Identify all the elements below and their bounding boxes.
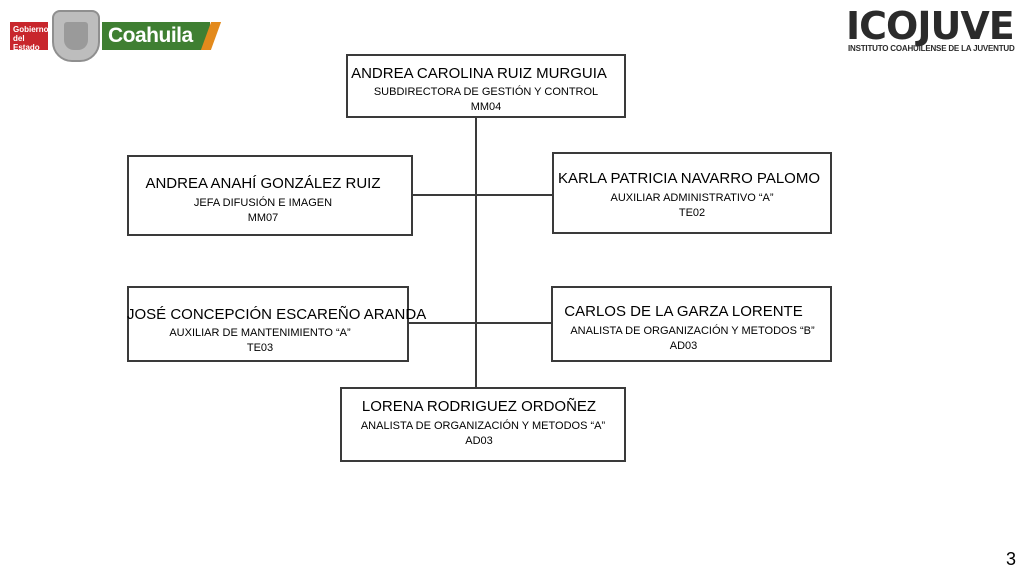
right-mid-code: AD03 <box>669 340 698 352</box>
coat-of-arms-icon <box>52 10 100 62</box>
org-box-right-mid: CARLOS DE LA GARZA LORENTE ANALISTA DE O… <box>551 286 832 362</box>
connector-vertical <box>475 116 477 388</box>
page-number: 3 <box>1005 549 1016 569</box>
gobierno-coahuila-logo: Gobierno del Estado Coahuila <box>10 10 214 62</box>
icojuve-subtitle: INSTITUTO COAHUILENSE DE LA JUVENTUD <box>848 44 1015 53</box>
left-top-name: ANDREA ANAHÍ GONZÁLEZ RUIZ <box>145 175 381 192</box>
icojuve-logo: ICOJUVE INSTITUTO COAHUILENSE DE LA JUVE… <box>846 6 1018 56</box>
icojuve-wordmark: ICOJUVE <box>846 4 1015 48</box>
bottom-code: AD03 <box>465 435 493 447</box>
right-mid-name: CARLOS DE LA GARZA LORENTE <box>564 303 803 320</box>
right-mid-title: ANALISTA DE ORGANIZACIÓN Y METODOS “B” <box>570 325 815 337</box>
left-mid-name: JOSÉ CONCEPCIÓN ESCAREÑO ARANDA <box>127 306 427 323</box>
left-top-code: MM07 <box>247 212 279 224</box>
left-mid-title: AUXILIAR DE MANTENIMIENTO “A” <box>169 327 351 339</box>
org-box-right-top: KARLA PATRICIA NAVARRO PALOMO AUXILIAR A… <box>552 152 832 234</box>
org-box-bottom: LORENA RODRIGUEZ ORDOÑEZ ANALISTA DE ORG… <box>340 387 626 462</box>
head-code: MM04 <box>470 101 502 113</box>
right-top-code: TE02 <box>678 207 706 219</box>
coahuila-wordmark: Coahuila <box>102 22 210 50</box>
gobierno-badge: Gobierno del Estado <box>10 22 49 52</box>
connector-left-top <box>412 194 476 196</box>
org-box-left-mid: JOSÉ CONCEPCIÓN ESCAREÑO ARANDA AUXILIAR… <box>127 286 427 362</box>
left-top-title: JEFA DIFUSIÓN E IMAGEN <box>193 197 333 209</box>
right-top-title: AUXILIAR ADMINISTRATIVO “A” <box>610 192 774 204</box>
org-box-left-top: ANDREA ANAHÍ GONZÁLEZ RUIZ JEFA DIFUSIÓN… <box>127 155 413 236</box>
head-title: SUBDIRECTORA DE GESTIÓN Y CONTROL <box>373 86 599 98</box>
bottom-title: ANALISTA DE ORGANIZACIÓN Y METODOS “A” <box>360 420 606 432</box>
connector-right-mid <box>476 322 552 324</box>
bottom-name: LORENA RODRIGUEZ ORDOÑEZ <box>361 398 597 415</box>
connector-right-top <box>476 194 553 196</box>
org-box-head: ANDREA CAROLINA RUIZ MURGUIA SUBDIRECTOR… <box>346 54 626 118</box>
head-name: ANDREA CAROLINA RUIZ MURGUIA <box>351 65 607 82</box>
connector-left-mid <box>408 322 476 324</box>
left-mid-code: TE03 <box>246 342 274 354</box>
right-top-name: KARLA PATRICIA NAVARRO PALOMO <box>557 170 820 187</box>
